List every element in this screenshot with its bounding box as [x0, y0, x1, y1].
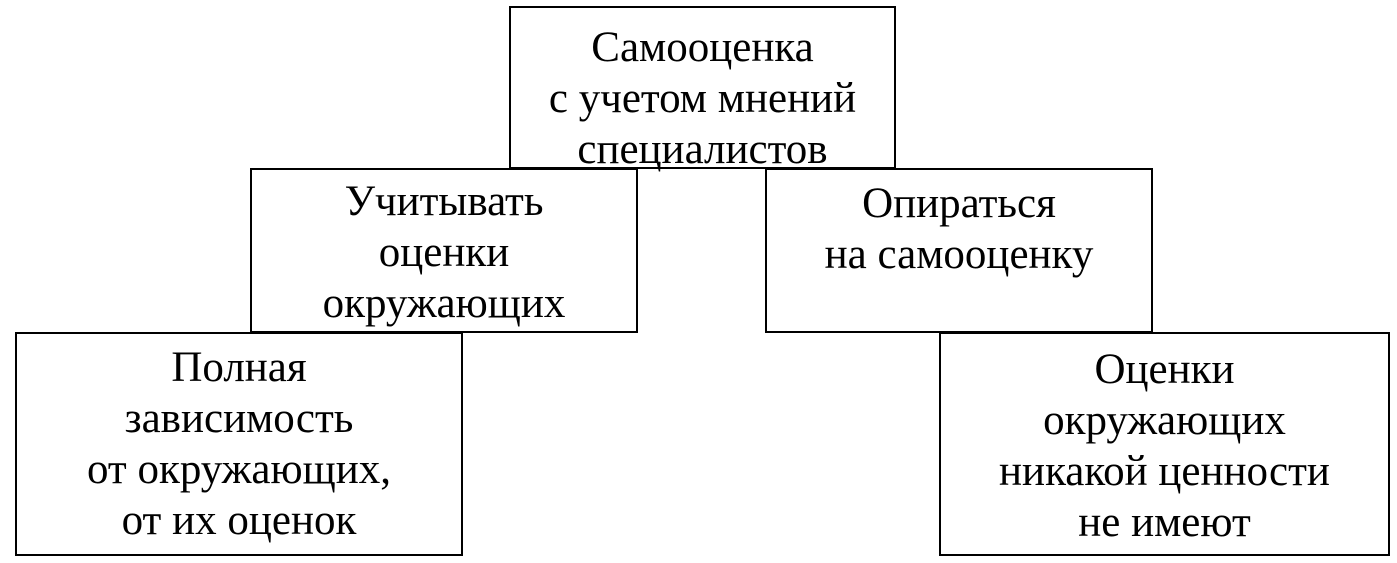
- box-text-line: на самооценку: [824, 231, 1094, 278]
- box-text-line: Полная: [171, 344, 307, 391]
- self-assessment-with-specialists-box: Самооценка с учетом мнений специалистов: [509, 6, 896, 173]
- box-text-line: не имеют: [1078, 499, 1251, 546]
- box-text-line: Учитывать: [344, 178, 544, 225]
- box-text-line: никакой ценности: [999, 448, 1330, 495]
- full-dependence-box: Полная зависимость от окружающих, от их …: [15, 332, 463, 556]
- rely-on-self-assessment-box: Опираться на самооценку: [765, 168, 1153, 333]
- box-text-line: от окружающих,: [86, 446, 392, 493]
- box-text-line: окружающих: [322, 280, 566, 327]
- box-text-line: Опираться: [862, 180, 1056, 227]
- consider-others-assessment-box: Учитывать оценки окружающих: [250, 168, 638, 333]
- box-text-line: Самооценка: [591, 24, 814, 71]
- box-text-line: окружающих: [1043, 397, 1286, 444]
- box-text-line: Оценки: [1094, 346, 1235, 393]
- box-text-line: зависимость: [124, 395, 354, 442]
- box-text-line: специалистов: [577, 126, 828, 173]
- others-assessment-no-value-box: Оценки окружающих никакой ценности не им…: [939, 332, 1390, 556]
- box-text-line: с учетом мнений: [548, 75, 857, 122]
- box-text-line: оценки: [378, 229, 510, 276]
- box-text-line: от их оценок: [121, 497, 357, 544]
